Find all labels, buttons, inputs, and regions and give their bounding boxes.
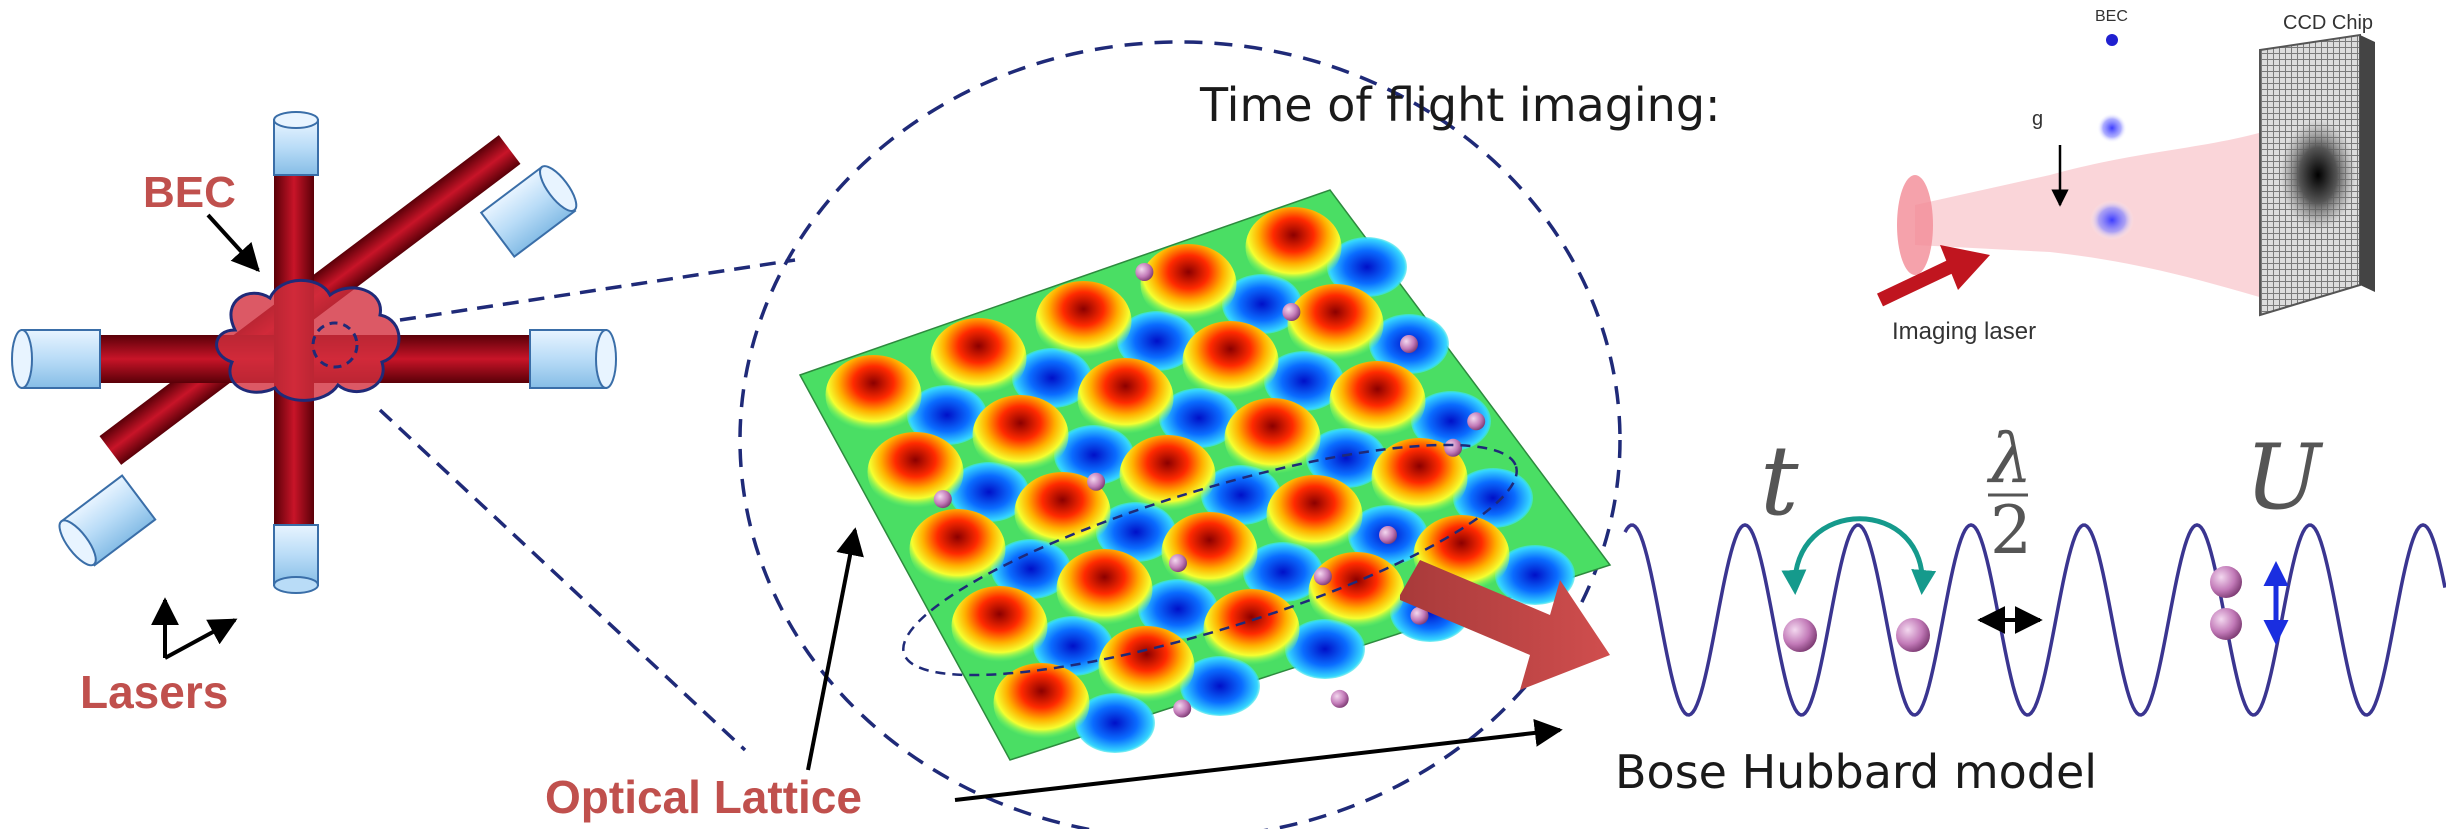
bec-label: BEC — [143, 168, 236, 217]
atom-doublon-bottom — [2210, 608, 2242, 640]
laser-port-left — [11, 329, 101, 389]
lattice-well — [1306, 428, 1386, 488]
optical-lattice-surface — [798, 189, 1612, 761]
bose-hubbard-label: Bose Hubbard model — [1615, 745, 2098, 799]
lattice-well — [1054, 425, 1134, 485]
lattice-well — [1285, 619, 1365, 679]
laser-port-upper-right — [479, 165, 578, 259]
lattice-peak — [1266, 475, 1363, 555]
lattice-well — [1012, 348, 1092, 408]
lattice-well — [1495, 545, 1575, 605]
lattice-atom — [1135, 263, 1154, 281]
lattice-well — [1243, 542, 1323, 602]
lattice-well — [907, 385, 987, 445]
lattice-well — [1117, 311, 1197, 371]
laser-setup — [11, 111, 617, 660]
lattice-peak — [972, 395, 1069, 475]
lattice-peak — [1014, 472, 1111, 552]
lattice-atom — [1173, 699, 1192, 718]
lattice-atom — [933, 490, 952, 509]
lattice-peak — [1035, 281, 1132, 361]
lattice-atom — [1330, 689, 1349, 708]
optical-lattice-label: Optical Lattice — [545, 771, 862, 823]
lattice-peak — [1077, 358, 1174, 438]
lattice-zoom-ellipse — [738, 40, 1622, 834]
inset-bec-label: BEC — [2095, 8, 2128, 25]
lattice-atom — [1410, 606, 1429, 625]
lattice-well — [991, 539, 1071, 599]
lattice-peak — [1056, 549, 1153, 629]
laser-port-top — [273, 111, 319, 176]
lasers-label: Lasers — [80, 666, 229, 718]
lattice-peak — [1371, 438, 1468, 518]
atom-doublon-top — [2210, 566, 2242, 598]
tof-bec-dot-3 — [2090, 200, 2134, 240]
lattice-peak — [825, 355, 922, 435]
lattice-well — [1327, 237, 1407, 297]
lattice-well — [1222, 274, 1302, 334]
lattice-peak — [1098, 626, 1195, 706]
lambda-symbol: λ — [1989, 420, 2033, 499]
inset-g-label: g — [2032, 108, 2044, 130]
laser-port-right — [529, 329, 617, 389]
lattice-well — [1138, 579, 1218, 639]
lattice-peak — [909, 509, 1006, 589]
lattice-peak — [1287, 284, 1384, 364]
lattice-well — [1201, 465, 1281, 525]
lattice-peak — [1245, 207, 1342, 287]
lattice-well — [949, 462, 1029, 522]
lattice-peak — [1308, 552, 1405, 632]
zoom-red-arrow — [1400, 560, 1610, 690]
atom-left — [1783, 618, 1817, 652]
tunneling-arrow — [1781, 516, 1937, 595]
lattice-peak — [1329, 361, 1426, 441]
hubbard-potential-wave — [1623, 523, 2446, 717]
lattice-atom — [1444, 438, 1463, 457]
lattice-peak — [1119, 435, 1216, 515]
lattice-peak — [1203, 589, 1300, 669]
lattice-well — [1075, 693, 1155, 753]
lattice-atom — [1400, 335, 1418, 353]
atom-right — [1896, 618, 1930, 652]
lattice-atom — [1282, 303, 1301, 321]
lattice-peak — [1224, 398, 1321, 478]
optical-lattice-arrow-right — [954, 718, 1563, 802]
tof-bec-dot-2 — [2097, 113, 2127, 143]
zoom-line-top — [399, 258, 796, 322]
hopping-symbol: t — [1760, 425, 1799, 537]
laser-port-lower-left — [58, 474, 157, 567]
lattice-row-ellipse — [902, 443, 1518, 677]
zoom-line-bottom — [378, 408, 747, 752]
bec-pointer-arrow — [206, 213, 260, 273]
tof-bec-dot-1 — [2106, 34, 2118, 46]
lattice-peak — [993, 663, 1090, 743]
two-symbol: 2 — [1990, 492, 2032, 569]
lattice-atom — [1467, 412, 1486, 431]
tof-label: Time of flight imaging: — [1200, 78, 1721, 132]
interaction-symbol: U — [2245, 425, 2321, 530]
imaging-laser-arrow — [1876, 255, 1964, 307]
inset-ccd-label: CCD Chip — [2283, 12, 2374, 34]
lattice-peak — [1182, 321, 1279, 401]
tof-inset — [1876, 33, 2375, 317]
lattice-well — [1411, 391, 1491, 451]
lattice-atom — [1169, 554, 1187, 573]
bec-cloud — [215, 278, 401, 402]
lattice-peak — [930, 318, 1027, 398]
lattice-peak — [951, 586, 1048, 666]
lasers-pointer-arrow-right — [164, 618, 238, 660]
lattice-peak — [1161, 512, 1258, 592]
optical-lattice-arrow-up — [806, 527, 864, 771]
inset-imaging-laser-label: Imaging laser — [1892, 318, 2037, 345]
lattice-atom — [1313, 567, 1332, 586]
lattice-atom — [1087, 472, 1106, 491]
lattice-atom — [1379, 526, 1397, 544]
lattice-well — [1180, 656, 1260, 716]
laser-port-bottom — [273, 524, 319, 594]
lattice-well — [1264, 351, 1344, 411]
lattice-well — [1159, 388, 1239, 448]
lattice-peak — [1140, 244, 1237, 324]
